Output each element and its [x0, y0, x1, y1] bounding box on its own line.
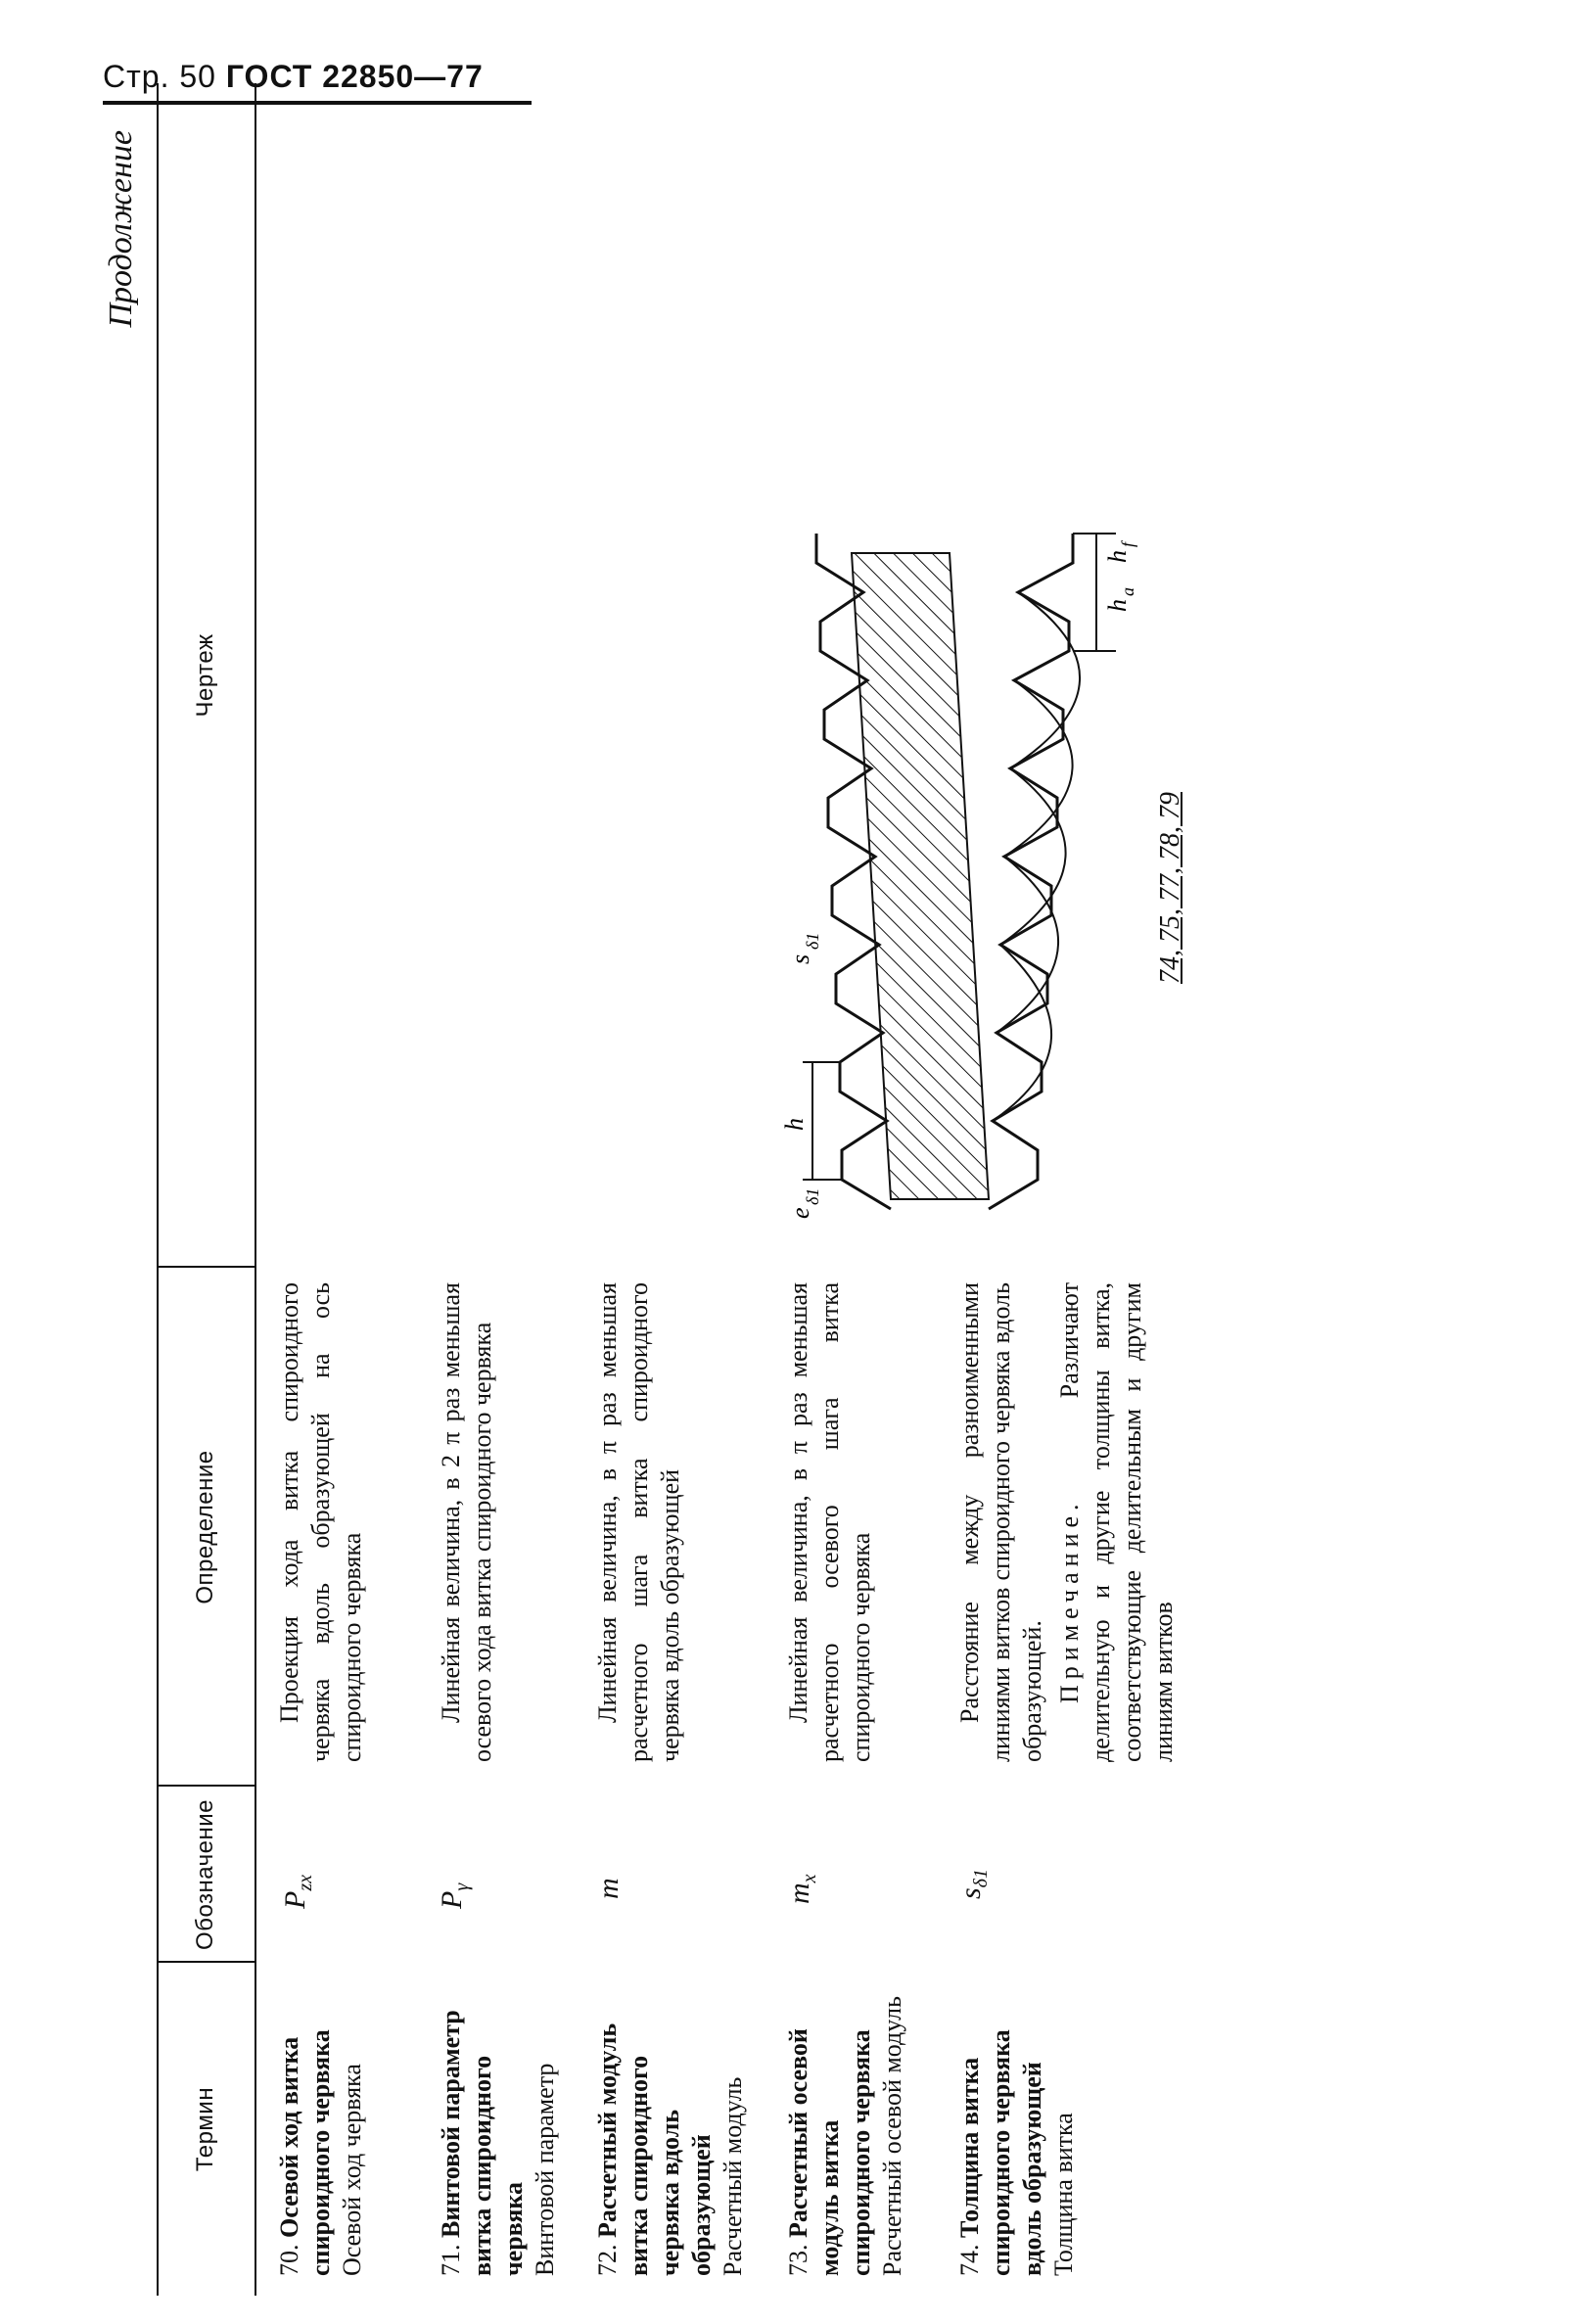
continued-label: Продолжение — [103, 130, 139, 328]
label-s: s — [786, 954, 814, 964]
header-text: Стр. 50 ГОСТ 22850—77 — [103, 59, 533, 95]
row-71-symbol: Pγ — [436, 1882, 473, 1909]
header-bottom-rule — [255, 83, 256, 2296]
row-72-symbol: m — [592, 1878, 625, 1899]
row-74-note: Примечание. Различают делительную и друг… — [1055, 1282, 1178, 1762]
col-header-symbol: Обозначение — [192, 1799, 218, 1950]
row-74-term: 74. Толщина витка спироидного червяка вд… — [955, 2029, 1078, 2276]
col-header-drawing: Чертеж — [192, 633, 218, 718]
label-ha-sub: a — [1118, 587, 1137, 596]
drawing-caption: 74, 75, 77, 78, 79 — [1155, 792, 1185, 984]
col-header-term: Термин — [192, 2086, 218, 2172]
terms-table: Термин Обозначение Определение Чертеж 70… — [157, 83, 1547, 2296]
label-ha: h — [1103, 599, 1132, 612]
row-74-symbol: sδ1 — [954, 1869, 992, 1899]
worm-drawing: h s δ1 e δ1 h a h f 74, 75, 77, 78, 79 — [780, 514, 1233, 1238]
label-hf-sub: f — [1118, 539, 1137, 547]
row-73-definition: Линейная величина, в π раз меньшая расче… — [784, 1282, 875, 1762]
standard-number: ГОСТ 22850—77 — [225, 59, 484, 94]
header-rule — [103, 101, 532, 105]
page-header: Стр. 50 ГОСТ 22850—77 — [103, 59, 533, 105]
lower-thread-profile — [988, 534, 1075, 1211]
row-71-definition: Линейная величина, в 2 π раз меньшая осе… — [437, 1282, 496, 1762]
row-73-symbol: mx — [783, 1874, 820, 1904]
row-70-symbol: Pzx — [279, 1875, 316, 1909]
row-71-term: 71. Винтовой параметр витка спироидного … — [437, 2010, 559, 2276]
row-70-term: 70. Осевой ход витка спироидного червяка… — [275, 2029, 366, 2276]
row-74-definition: Расстояние между разноименными линиями в… — [955, 1282, 1178, 1762]
label-s-sub: δ1 — [803, 933, 822, 950]
row-70-definition: Проекция хода витка спироидного червяка … — [275, 1282, 366, 1762]
page-label: Стр. 50 — [103, 59, 216, 94]
row-72-definition: Линейная величина, в π раз меньшая расче… — [593, 1282, 684, 1762]
row-73-term: 73. Расчетный осевой модуль витка спирои… — [784, 1996, 906, 2276]
label-h: h — [783, 1118, 809, 1131]
rotated-table-page: Продолжение Термин Обозначение Определен… — [103, 83, 1552, 2296]
upper-thread-profile — [814, 534, 892, 1211]
label-e-sub: δ1 — [803, 1188, 822, 1205]
row-72-term: 72. Расчетный модуль витка спироидного ч… — [593, 2022, 747, 2276]
worm-thread-diagram: h s δ1 e δ1 h a h f — [780, 533, 1137, 1219]
label-e: e — [786, 1207, 814, 1219]
label-hf: h — [1103, 550, 1132, 563]
worm-core-section — [850, 552, 991, 1200]
col-header-definition: Определение — [192, 1450, 218, 1604]
